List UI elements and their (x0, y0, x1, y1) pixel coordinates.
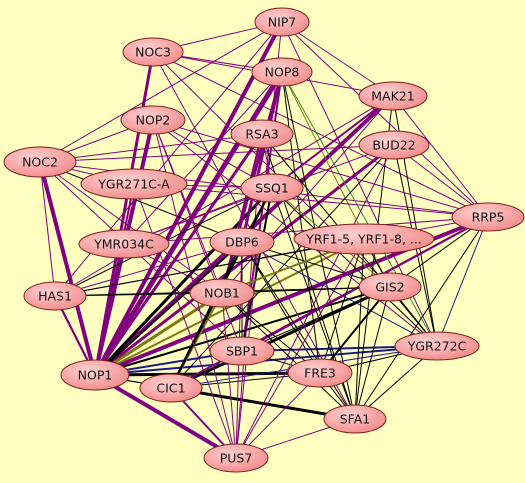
node-ssq1[interactable]: SSQ1 (240, 173, 304, 203)
edge-nop1-ygr271c-a (94, 183, 135, 376)
node-shape-sfa1[interactable] (323, 404, 387, 434)
edge-nop1-fre3 (93, 371, 322, 377)
edge-nop1-rsa3 (93, 132, 264, 377)
node-shape-rsa3[interactable] (230, 119, 294, 149)
edge-nob1-pus7 (221, 292, 237, 459)
node-shape-nop8[interactable] (251, 57, 313, 87)
node-shape-noc3[interactable] (122, 37, 184, 67)
node-fre3[interactable]: FRE3 (287, 358, 353, 388)
edge-nop1-pus7 (93, 373, 238, 460)
node-nop8[interactable]: NOP8 (251, 57, 313, 87)
edge-nop1-dbp6 (94, 241, 243, 376)
edge-nop1-noc3 (93, 50, 155, 377)
edge-rrp5-ygr272c (436, 216, 489, 347)
node-shape-nob1[interactable] (189, 278, 255, 308)
node-shape-ssq1[interactable] (240, 173, 304, 203)
edge-dbp6-sfa1 (241, 241, 356, 420)
edge-sbp1-gis2 (241, 286, 391, 352)
edge-nop2-sbp1 (152, 119, 243, 352)
edge-ygr271c-a-rrp5 (133, 183, 489, 218)
edge-nop8-dbp6 (240, 70, 284, 244)
node-gis2[interactable]: GIS2 (358, 272, 422, 302)
edge-yrf1-fre3 (319, 238, 365, 374)
node-pus7[interactable]: PUS7 (203, 443, 269, 473)
node-shape-nop2[interactable] (120, 105, 186, 135)
edge-gis2-sfa1 (354, 286, 391, 420)
node-shape-cic1[interactable] (139, 373, 203, 403)
edge-nop2-ygr272c (152, 119, 438, 347)
edge-bud22-pus7 (235, 144, 395, 459)
node-nob1[interactable]: NOB1 (189, 278, 255, 308)
edge-yrf1-pus7 (235, 238, 365, 459)
edge-nop1-nip7 (93, 20, 284, 377)
edge-ygr271c-a-pus7 (133, 183, 237, 459)
node-yrf1[interactable]: YRF1-5, YRF1-8, ... (293, 223, 435, 255)
edge-nop1-bud22 (93, 143, 396, 377)
edge-nop8-fre3 (281, 71, 321, 374)
edge-mak21-ssq1 (271, 95, 394, 189)
edge-nop8-ygr272c (281, 71, 438, 347)
edge-ymr034c-nop8 (123, 71, 283, 245)
edge-nop1-nob1 (93, 291, 224, 377)
edge-nip7-rrp5 (281, 21, 489, 218)
edge-nop2-rrp5 (152, 119, 489, 218)
edge-mak21-has1 (54, 95, 394, 297)
edge-rrp5-sfa1 (354, 216, 489, 420)
node-rrp5[interactable]: RRP5 (451, 202, 525, 232)
node-nop1[interactable]: NOP1 (60, 359, 130, 391)
node-nip7[interactable]: NIP7 (254, 7, 310, 37)
node-shape-gis2[interactable] (358, 272, 422, 302)
node-mak21[interactable]: MAK21 (358, 81, 428, 111)
node-ymr034c[interactable]: YMR034C (78, 229, 170, 259)
edge-dbp6-cic1 (170, 241, 243, 389)
edge-dbp6-fre3 (241, 241, 321, 374)
node-shape-has1[interactable] (23, 281, 87, 311)
node-nop2[interactable]: NOP2 (120, 105, 186, 135)
node-rsa3[interactable]: RSA3 (230, 119, 294, 149)
node-ygr271c-a[interactable]: YGR271C-A (80, 168, 188, 200)
edge-fre3-pus7 (235, 372, 321, 459)
node-shape-ymr034c[interactable] (78, 229, 170, 259)
node-bud22[interactable]: BUD22 (358, 130, 430, 160)
edge-nob1-sfa1 (221, 292, 356, 420)
node-noc2[interactable]: NOC2 (3, 146, 77, 178)
node-has1[interactable]: HAS1 (23, 281, 87, 311)
node-sfa1[interactable]: SFA1 (323, 404, 387, 434)
node-shape-fre3[interactable] (287, 358, 353, 388)
edge-bud22-cic1 (170, 144, 395, 389)
edge-has1-noc2 (39, 161, 56, 297)
edge-bud22-noc2 (39, 144, 395, 163)
node-shape-nip7[interactable] (254, 7, 310, 37)
edge-cic1-gis2 (169, 285, 392, 390)
edge-dbp6-ygr272c (241, 241, 438, 347)
node-shape-sbp1[interactable] (209, 336, 275, 366)
node-noc3[interactable]: NOC3 (122, 37, 184, 67)
edge-yrf1-sfa1 (354, 238, 365, 420)
node-sbp1[interactable]: SBP1 (209, 336, 275, 366)
node-shape-bud22[interactable] (358, 130, 430, 160)
edge-nip7-noc2 (39, 21, 283, 163)
edge-mak21-rrp5 (392, 95, 489, 218)
node-shape-noc2[interactable] (3, 146, 77, 178)
edge-nop1-noc2 (38, 160, 97, 377)
node-shape-pus7[interactable] (203, 443, 269, 473)
edge-nip7-mak21 (281, 21, 394, 97)
node-cic1[interactable]: CIC1 (139, 373, 203, 403)
edge-rsa3-noc2 (39, 133, 263, 163)
node-ygr272c[interactable]: YGR272C (394, 331, 480, 361)
node-shape-nop1[interactable] (60, 359, 130, 391)
node-shape-mak21[interactable] (358, 81, 428, 111)
node-shape-dbp6[interactable] (209, 227, 275, 257)
edge-noc3-rrp5 (152, 51, 489, 218)
node-shape-yrf1[interactable] (293, 223, 435, 255)
node-shape-ygr271c-a[interactable] (80, 168, 188, 200)
node-shape-ygr272c[interactable] (394, 331, 480, 361)
edge-has1-dbp6 (54, 241, 243, 297)
edge-gis2-fre3 (319, 286, 391, 374)
edge-nob1-fre3 (221, 292, 321, 374)
node-shape-rrp5[interactable] (451, 202, 525, 232)
node-dbp6[interactable]: DBP6 (209, 227, 275, 257)
edge-rsa3-nob1 (221, 133, 263, 294)
